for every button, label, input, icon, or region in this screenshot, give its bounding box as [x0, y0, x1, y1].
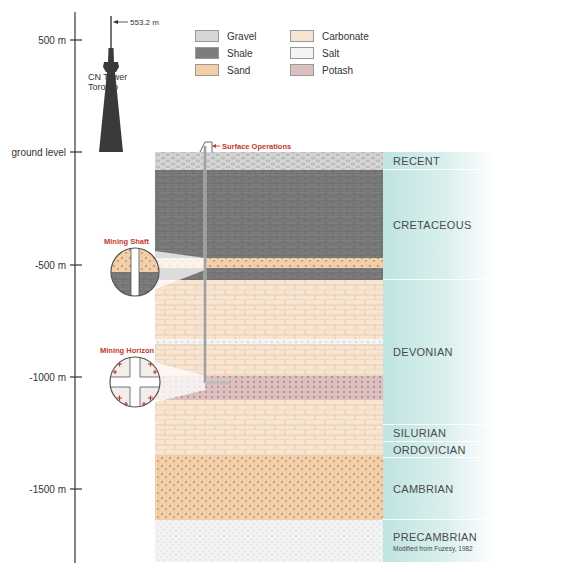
legend-swatch — [290, 47, 314, 59]
landmark-label: CN Tower Toronto — [88, 72, 138, 93]
age-band: DEVONIAN — [383, 280, 495, 425]
depth-tick: ground level — [12, 147, 66, 158]
legend-text: Carbonate — [322, 31, 369, 42]
legend-text: Gravel — [227, 31, 256, 42]
age-band: CAMBRIAN — [383, 458, 495, 520]
age-band: CRETACEOUS — [383, 170, 495, 280]
legend-swatch — [290, 64, 314, 76]
legend-swatch — [195, 30, 219, 42]
period-name: SILURIAN — [393, 427, 495, 439]
callout-label: Surface Operations — [222, 142, 291, 151]
legend-text: Shale — [227, 48, 253, 59]
legend-text: Potash — [322, 65, 353, 76]
period-name: PRECAMBRIAN — [393, 531, 495, 543]
legend-swatch — [195, 64, 219, 76]
legend-swatch — [195, 47, 219, 59]
age-band: SILURIAN — [383, 425, 495, 442]
depth-tick: -500 m — [35, 260, 66, 271]
callout-label: Mining Horizon — [100, 346, 154, 355]
period-name: ORDOVICIAN — [393, 444, 495, 456]
legend-item: Sand — [195, 64, 250, 76]
legend-swatch — [290, 30, 314, 42]
height-label: 553.2 m — [130, 18, 159, 27]
legend-text: Salt — [322, 48, 339, 59]
age-band: ORDOVICIAN — [383, 442, 495, 458]
period-name: DEVONIAN — [393, 346, 495, 358]
source-note: Modified from Fuzesy, 1982 — [393, 545, 495, 552]
period-name: RECENT — [393, 155, 495, 167]
age-band: RECENT — [383, 152, 495, 170]
legend-item: Gravel — [195, 30, 256, 42]
period-name: CAMBRIAN — [393, 483, 495, 495]
legend-item: Salt — [290, 47, 339, 59]
legend-item: Potash — [290, 64, 353, 76]
legend-item: Shale — [195, 47, 253, 59]
age-band: PRECAMBRIAN Modified from Fuzesy, 1982 — [383, 520, 495, 562]
depth-tick: -1500 m — [29, 484, 66, 495]
depth-tick: 500 m — [38, 35, 66, 46]
period-name: CRETACEOUS — [393, 219, 495, 231]
callout-label: Mining Shaft — [104, 237, 149, 246]
depth-tick: -1000 m — [29, 372, 66, 383]
legend-text: Sand — [227, 65, 250, 76]
legend-item: Carbonate — [290, 30, 369, 42]
